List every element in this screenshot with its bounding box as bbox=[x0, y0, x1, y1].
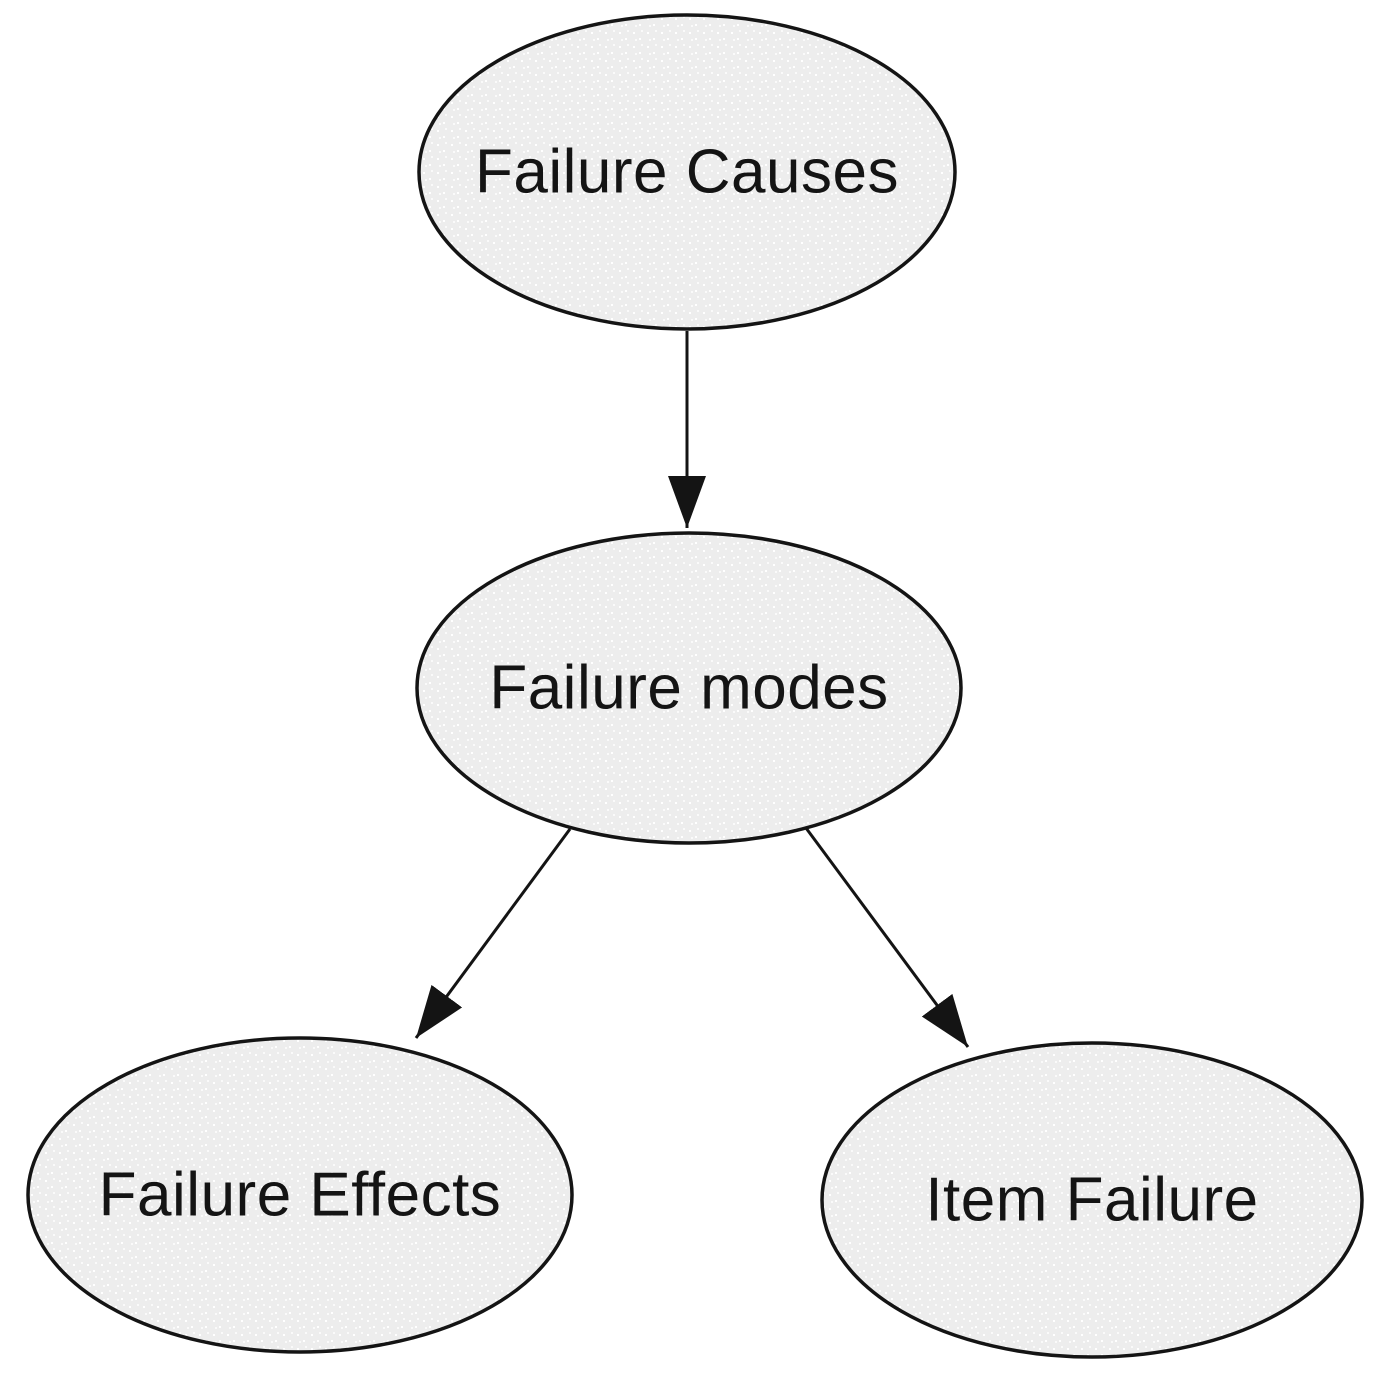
node-failure-effects-label: Failure Effects bbox=[99, 1161, 502, 1230]
node-item-failure-shape bbox=[820, 1041, 1364, 1359]
node-failure-modes-label: Failure modes bbox=[489, 654, 888, 723]
node-failure-effects-shape bbox=[26, 1036, 574, 1354]
node-failure-modes: Failure modes bbox=[415, 531, 963, 845]
node-failure-effects: Failure Effects bbox=[26, 1036, 574, 1354]
edge-modes-to-item-failure bbox=[804, 827, 970, 1048]
edge-modes-to-effects bbox=[414, 828, 572, 1039]
node-failure-causes: Failure Causes bbox=[417, 13, 957, 331]
node-failure-modes-shape bbox=[415, 531, 963, 845]
node-failure-causes-shape bbox=[417, 13, 957, 331]
node-item-failure: Item Failure bbox=[820, 1041, 1364, 1359]
node-item-failure-label: Item Failure bbox=[925, 1166, 1258, 1235]
node-failure-causes-label: Failure Causes bbox=[475, 138, 899, 207]
